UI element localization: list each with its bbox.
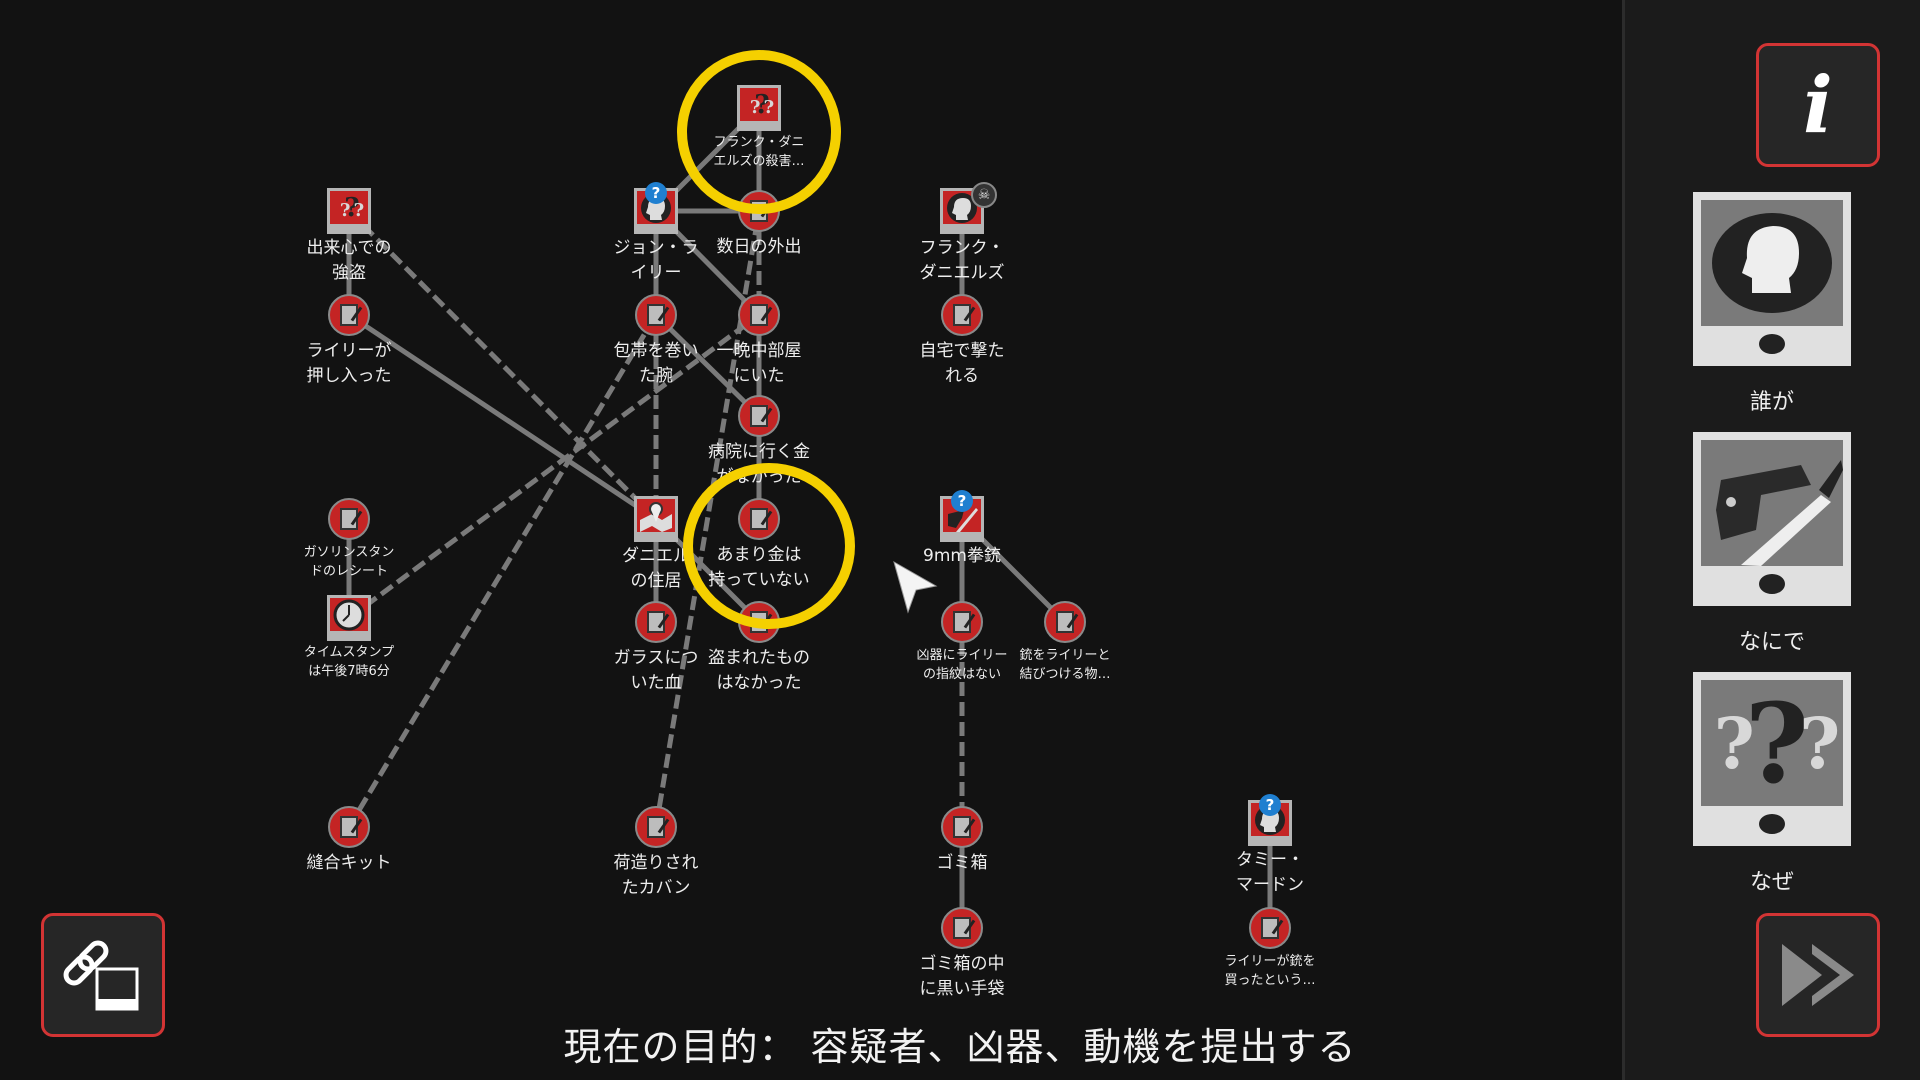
note-icon [750,405,768,427]
evidence-node[interactable] [738,294,780,336]
info-icon: i [1803,59,1833,151]
evidence-node[interactable] [328,294,370,336]
mouse-cursor-icon [893,560,938,614]
evidence-node[interactable] [941,294,983,336]
note-icon [750,508,768,530]
note-icon [340,816,358,838]
evidence-node[interactable] [635,806,677,848]
dashed-connection [347,209,658,521]
dashed-connection [346,313,659,829]
why-label: なぜ [1749,870,1794,895]
what-label: なにで [1738,630,1805,655]
map-pin-icon [637,499,675,532]
weapon-icon [1716,460,1843,566]
why-slot[interactable]: ??? [1693,672,1851,846]
submission-panel: i 誰が なにで ??? なぜ [1622,0,1920,1080]
evidence-node[interactable]: ??? [737,85,781,131]
person-icon [1712,213,1832,313]
question-marks-icon: ??? [740,88,778,121]
clock-icon [330,598,368,631]
question-marks-icon: ??? [1701,680,1843,806]
evidence-node[interactable] [738,190,780,232]
evidence-node[interactable] [635,601,677,643]
dashed-connection [347,312,761,621]
who-label: 誰が [1749,390,1794,415]
note-icon [750,200,768,222]
solid-connection [654,313,761,418]
evidence-node[interactable] [635,294,677,336]
note-icon [340,304,358,326]
evidence-node[interactable] [940,496,984,542]
evidence-node[interactable] [327,595,371,641]
note-icon [647,611,665,633]
note-icon [750,304,768,326]
evidence-node[interactable] [738,498,780,540]
solid-connection [347,312,658,522]
evidence-node[interactable] [941,907,983,949]
note-icon [647,304,665,326]
who-slot[interactable] [1693,192,1851,366]
note-icon [953,816,971,838]
unknown-badge-icon: ? [951,490,973,512]
fast-forward-button[interactable] [1756,913,1880,1037]
note-icon [1056,611,1074,633]
note-icon [1261,917,1279,939]
evidence-node[interactable]: ??? [327,188,371,234]
evidence-node[interactable] [328,498,370,540]
deduction-board: ???出来心での 強盗ライリーが 押し入ったガソリンスタン ドのレシートタイムス… [0,0,1620,1080]
note-icon [953,304,971,326]
evidence-node[interactable] [738,601,780,643]
weapon-icon [943,499,981,532]
note-icon [750,611,768,633]
chain-photo-icon [63,940,139,1011]
what-slot[interactable] [1693,432,1851,606]
evidence-node[interactable] [738,395,780,437]
unknown-badge-icon: ? [1259,794,1281,816]
evidence-node[interactable] [1249,907,1291,949]
evidence-node[interactable] [634,496,678,542]
fast-forward-icon [1782,944,1854,1006]
evidence-node[interactable] [1044,601,1086,643]
link-evidence-button[interactable] [41,913,165,1037]
current-objective: 現在の目的： 容疑者、凶器、動機を提出する [563,1025,1357,1069]
evidence-node[interactable] [941,806,983,848]
note-icon [953,611,971,633]
unknown-badge-icon: ? [645,182,667,204]
evidence-node[interactable] [328,806,370,848]
note-icon [340,508,358,530]
connection-lines [346,106,1273,928]
evidence-node[interactable] [941,601,983,643]
deceased-badge-icon: ☠ [971,182,997,208]
note-icon [953,917,971,939]
question-marks-icon: ??? [330,191,368,224]
note-icon [647,816,665,838]
info-button[interactable]: i [1756,43,1880,167]
